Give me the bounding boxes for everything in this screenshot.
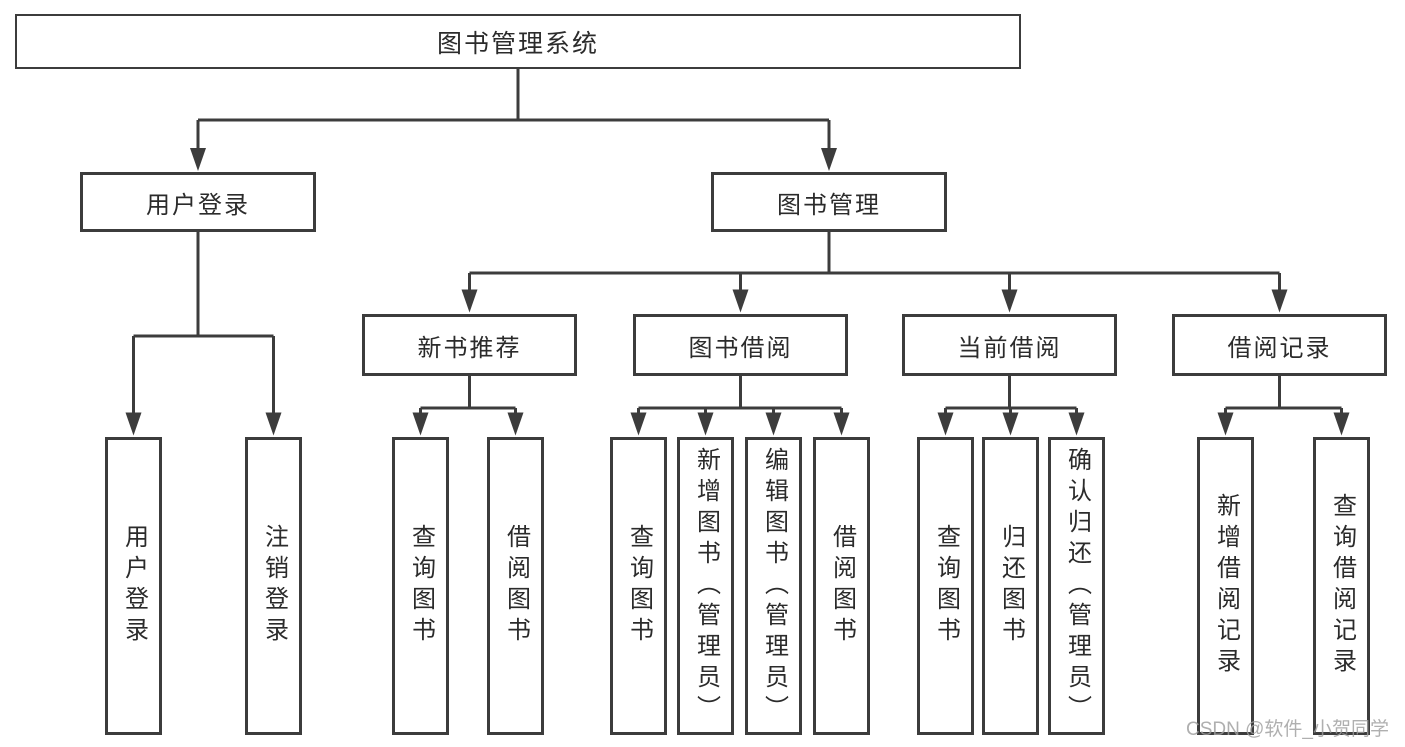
connector-book-management bbox=[468, 232, 1281, 292]
arrowhead bbox=[765, 412, 782, 436]
leaf-label: 用户登录 bbox=[120, 524, 148, 648]
node-user-login: 用户登录 bbox=[80, 172, 316, 232]
leaf-query-borrow-record: 查询借阅记录 bbox=[1313, 437, 1370, 735]
leaf-label: 查询图书 bbox=[407, 524, 435, 648]
leaf-label: 查询借阅记录 bbox=[1328, 493, 1356, 679]
leaf-user-login: 用户登录 bbox=[105, 437, 162, 735]
connector-new-book-recommend bbox=[419, 376, 517, 414]
connector-borrow-records bbox=[1224, 376, 1343, 414]
connector-book-borrow bbox=[637, 376, 843, 414]
leaf-label: 编辑图书（管理员） bbox=[760, 446, 788, 726]
leaf-label: 注销登录 bbox=[260, 524, 288, 648]
node-label: 借阅记录 bbox=[1227, 334, 1332, 362]
arrowhead bbox=[190, 148, 206, 171]
leaf-query-books-recommend: 查询图书 bbox=[392, 437, 449, 735]
arrowhead bbox=[1002, 412, 1019, 436]
leaf-return-books: 归还图书 bbox=[982, 437, 1039, 735]
leaf-logout-login: 注销登录 bbox=[245, 437, 302, 735]
node-root: 图书管理系统 bbox=[15, 14, 1021, 69]
arrowhead bbox=[125, 412, 142, 436]
node-new-book-recommend: 新书推荐 bbox=[362, 314, 577, 376]
leaf-label: 归还图书 bbox=[997, 524, 1025, 648]
node-label: 图书管理 bbox=[777, 191, 881, 219]
leaf-label: 确认归还（管理员） bbox=[1063, 446, 1091, 726]
leaf-label: 新增借阅记录 bbox=[1212, 493, 1240, 679]
arrowhead bbox=[1068, 412, 1085, 436]
leaf-add-borrow-record: 新增借阅记录 bbox=[1197, 437, 1254, 735]
csdn-watermark: CSDN @软件_小贺同学 bbox=[1186, 719, 1389, 740]
leaf-label: 查询图书 bbox=[932, 524, 960, 648]
arrowhead bbox=[732, 289, 749, 313]
arrowhead bbox=[1333, 412, 1350, 436]
arrowhead bbox=[265, 412, 282, 436]
arrowhead bbox=[821, 148, 837, 171]
node-book-borrow: 图书借阅 bbox=[633, 314, 848, 376]
leaf-label: 借阅图书 bbox=[502, 524, 530, 648]
leaf-label: 查询图书 bbox=[625, 524, 653, 648]
arrowhead bbox=[630, 412, 647, 436]
node-root-label: 图书管理系统 bbox=[436, 29, 599, 58]
leaf-add-books-admin: 新增图书（管理员） bbox=[677, 437, 734, 735]
leaf-edit-books-admin: 编辑图书（管理员） bbox=[745, 437, 802, 735]
node-current-borrow: 当前借阅 bbox=[902, 314, 1117, 376]
node-label: 图书借阅 bbox=[688, 334, 793, 362]
arrowhead bbox=[461, 289, 478, 313]
node-label: 当前借阅 bbox=[957, 334, 1062, 362]
leaf-label: 借阅图书 bbox=[828, 524, 856, 648]
leaf-query-books-borrow: 查询图书 bbox=[610, 437, 667, 735]
leaf-label: 新增图书（管理员） bbox=[692, 446, 720, 726]
leaf-query-books-current: 查询图书 bbox=[917, 437, 974, 735]
leaf-confirm-return-admin: 确认归还（管理员） bbox=[1048, 437, 1105, 735]
leaf-borrow-books: 借阅图书 bbox=[813, 437, 870, 735]
arrowhead bbox=[412, 412, 429, 436]
leaf-borrow-books-recommend: 借阅图书 bbox=[487, 437, 544, 735]
node-label: 用户登录 bbox=[146, 191, 250, 219]
arrowhead bbox=[507, 412, 524, 436]
arrowhead bbox=[1217, 412, 1234, 436]
arrowhead bbox=[937, 412, 954, 436]
arrowhead bbox=[697, 412, 714, 436]
arrowhead bbox=[833, 412, 850, 436]
connector-user-login bbox=[132, 232, 275, 414]
connector-root bbox=[196, 69, 831, 150]
connector-current-borrow bbox=[944, 376, 1078, 414]
node-label: 新书推荐 bbox=[417, 334, 522, 362]
arrowhead bbox=[1001, 289, 1018, 313]
arrowheads bbox=[125, 148, 1350, 436]
arrowhead bbox=[1271, 289, 1288, 313]
node-book-management: 图书管理 bbox=[711, 172, 947, 232]
node-borrow-records: 借阅记录 bbox=[1172, 314, 1387, 376]
